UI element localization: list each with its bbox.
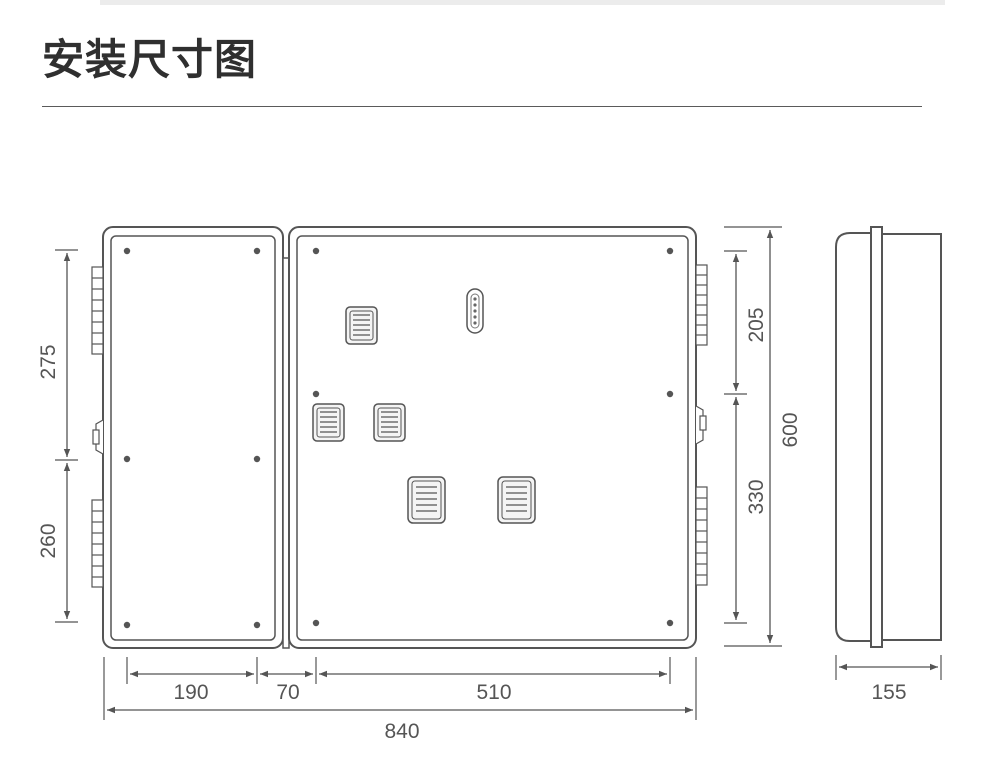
title-underline [42, 106, 922, 107]
left-door-panel [102, 226, 284, 649]
right-panel-screws [312, 247, 674, 627]
dim-left-lower-label: 260 [37, 523, 60, 558]
dim-left-upper-label: 275 [37, 344, 60, 379]
dim-width-left-label: 190 [173, 681, 208, 704]
dim-right-lower-label: 330 [745, 479, 768, 514]
indicator-light-strip [466, 288, 484, 334]
dim-depth-label: 155 [871, 681, 906, 704]
vent-grille [373, 403, 406, 442]
right-latch [695, 405, 707, 445]
left-door-screws [123, 247, 261, 629]
vent-grille [312, 403, 345, 442]
vent-grille [497, 476, 536, 524]
left-mounting-bracket-lower [91, 499, 104, 588]
dim-right-upper-label: 205 [745, 307, 768, 342]
dimension-arrows [63, 230, 938, 714]
right-main-panel [288, 226, 697, 649]
vent-grille [345, 306, 378, 345]
left-latch [92, 419, 104, 455]
right-mounting-bracket-lower [695, 486, 708, 586]
dim-total-height-label: 600 [779, 412, 802, 447]
vent-grille [407, 476, 446, 524]
side-view [835, 226, 942, 648]
top-divider [100, 0, 945, 5]
left-mounting-bracket-upper [91, 266, 104, 355]
dimension-lines [55, 226, 942, 720]
page-title: 安装尺寸图 [42, 35, 258, 84]
dim-width-gap-label: 70 [276, 681, 299, 704]
dim-total-width-label: 840 [384, 720, 419, 743]
right-mounting-bracket-upper [695, 264, 708, 346]
dim-width-right-label: 510 [476, 681, 511, 704]
